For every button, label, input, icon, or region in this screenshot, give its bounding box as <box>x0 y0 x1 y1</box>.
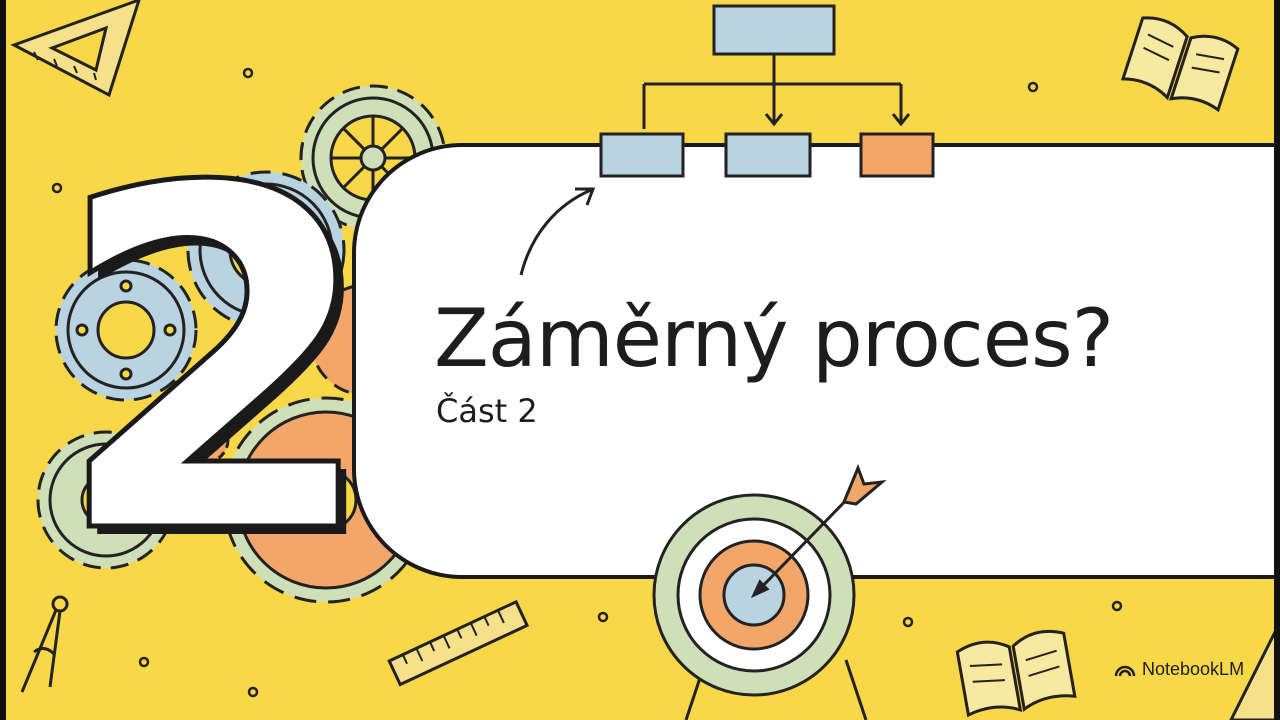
decorative-dots <box>51 67 1123 698</box>
slide-title: Záměrný proces? <box>434 292 1114 385</box>
open-book-icon-bottom <box>955 629 1077 718</box>
compass-icon <box>20 595 69 693</box>
ruler-icon <box>387 599 530 687</box>
brand-label: NotebookLM <box>1142 659 1245 679</box>
slide-number: 2 2 <box>50 88 388 646</box>
notebooklm-brand: NotebookLM <box>1114 659 1244 680</box>
notebooklm-logo-icon <box>1114 665 1136 676</box>
svg-text:2: 2 <box>52 90 379 637</box>
set-square-icon <box>10 0 141 98</box>
curved-arrow-icon <box>519 187 596 276</box>
org-chart-illustration <box>599 4 935 178</box>
set-square-icon-bottom <box>1229 630 1274 720</box>
target-icon <box>652 463 887 720</box>
open-book-icon <box>1120 16 1240 113</box>
slide-subtitle: Část 2 <box>436 392 538 430</box>
svg-text:2: 2 <box>60 98 387 645</box>
title-panel <box>352 143 1274 579</box>
